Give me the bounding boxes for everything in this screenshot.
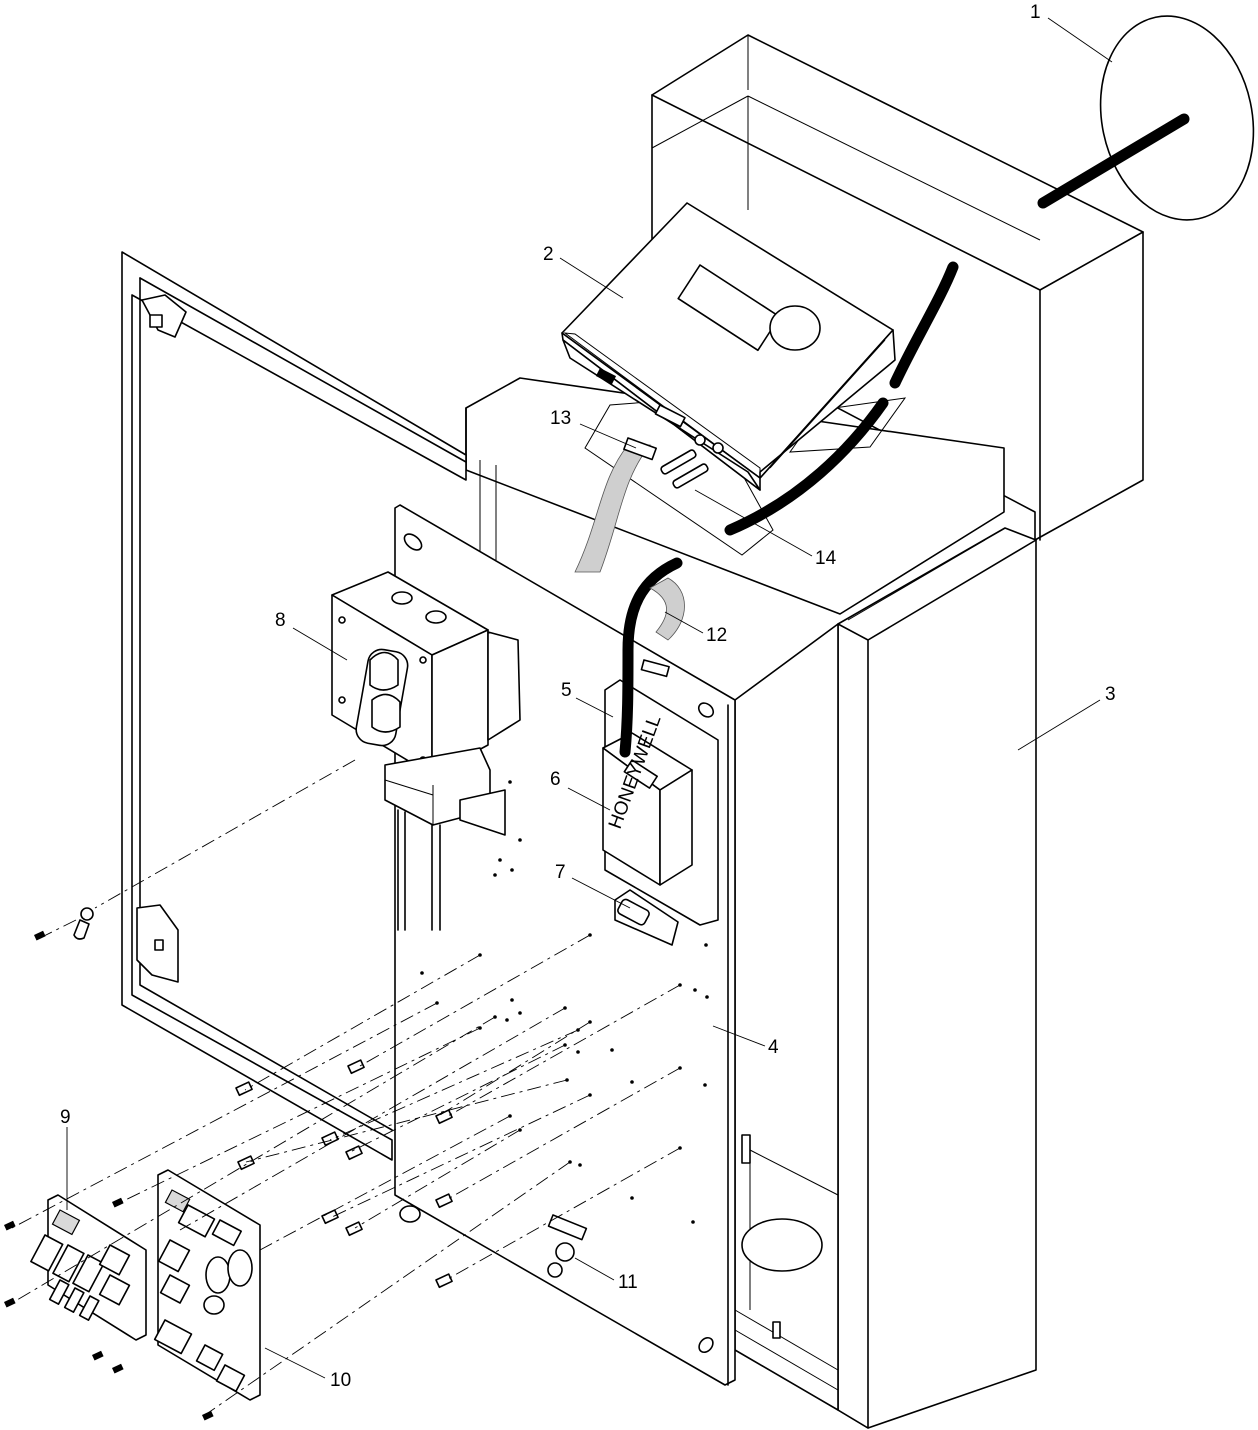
part-1-disc-rod — [1037, 15, 1255, 221]
enclosure-box — [465, 34, 1144, 1429]
leader-lines — [66, 17, 1113, 1379]
callout-14: 14 — [815, 548, 837, 569]
part-10-control-board — [153, 1169, 261, 1401]
callout-11: 11 — [618, 1272, 638, 1293]
standoffs — [235, 1059, 453, 1289]
part-2-controller — [561, 202, 896, 491]
callout-2: 2 — [543, 244, 554, 265]
assembly-lines — [11, 759, 681, 1416]
callout-6: 6 — [550, 769, 561, 790]
part-14-fuses — [660, 449, 709, 489]
callout-1: 1 — [1030, 2, 1041, 23]
callout-4: 4 — [768, 1037, 779, 1058]
callout-labels: 1 2 3 4 5 6 7 8 9 10 11 12 13 14 — [60, 2, 1116, 1391]
callout-9: 9 — [60, 1107, 71, 1128]
callout-10: 10 — [330, 1370, 351, 1391]
part-9-relay-board — [30, 1194, 147, 1341]
part-11-ground-lug — [547, 1214, 588, 1278]
ring-terminal — [33, 907, 94, 941]
part-8-receptacle — [331, 571, 521, 931]
hoses-lower — [619, 557, 685, 758]
callout-3: 3 — [1105, 684, 1116, 705]
callout-13: 13 — [550, 408, 571, 429]
part-13-ribbon-cable — [574, 437, 657, 573]
callout-12: 12 — [706, 625, 727, 646]
hoses-upper — [724, 261, 959, 536]
callout-8: 8 — [275, 610, 286, 631]
callout-5: 5 — [561, 680, 572, 701]
enclosure-door — [121, 251, 467, 1161]
callout-7: 7 — [555, 862, 566, 883]
